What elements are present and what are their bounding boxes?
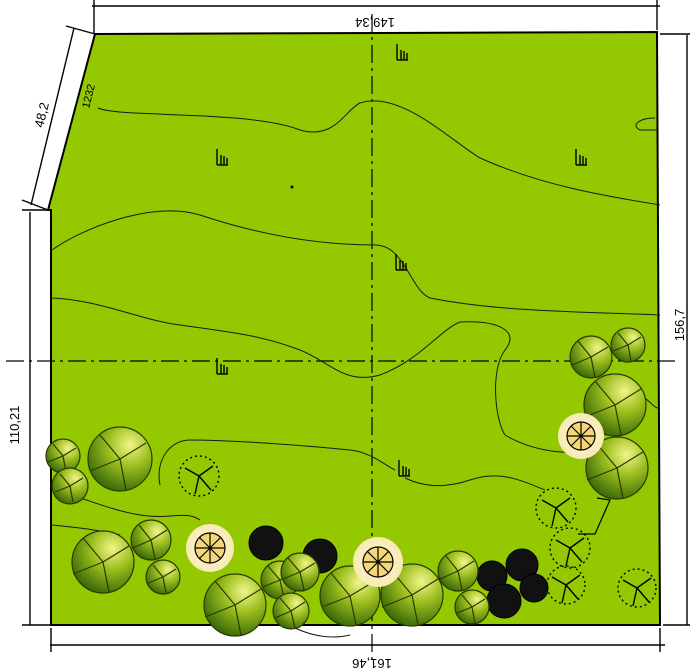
deciduous-tree-icon <box>280 552 320 592</box>
deciduous-tree-icon <box>130 519 172 561</box>
dimension-diagonal <box>21 25 96 211</box>
deciduous-tree-icon <box>272 592 310 630</box>
flowering-tree-icon <box>186 524 234 572</box>
conifer-icon <box>617 568 657 608</box>
deciduous-tree-icon <box>51 467 89 505</box>
dimension-left-label: 110,21 <box>7 406 22 445</box>
deciduous-tree-icon <box>380 563 444 627</box>
deciduous-tree-icon <box>569 335 613 379</box>
deciduous-tree-icon <box>145 559 181 595</box>
deciduous-tree-icon <box>87 426 153 492</box>
conifer-icon-group <box>178 455 657 608</box>
dimension-bottom <box>50 628 665 652</box>
dimension-left <box>22 209 50 626</box>
deciduous-tree-icon <box>610 327 646 363</box>
conifer-icon <box>535 487 577 529</box>
dimension-top-label: 149,34 <box>355 15 395 30</box>
dimension-right-label: 156,7 <box>672 309 687 342</box>
survey-point <box>290 185 294 189</box>
deciduous-tree-icon <box>45 438 81 474</box>
deciduous-tree-icon <box>437 550 479 592</box>
grass-tuft-icon <box>398 460 410 477</box>
deciduous-tree-icon <box>454 589 490 625</box>
conifer-icon <box>178 455 220 497</box>
deciduous-tree-icon <box>583 373 647 437</box>
flowering-tree-icon <box>353 537 403 587</box>
deciduous-tree-icon <box>203 573 267 637</box>
grass-tuft-icon <box>216 358 228 375</box>
dimension-diagonal-label: 48,2 <box>31 101 52 129</box>
conifer-icon <box>546 565 586 605</box>
grass-tuft-icon <box>575 149 587 166</box>
hedge-line <box>578 497 611 535</box>
dark-shrub-icon <box>519 573 549 603</box>
deciduous-tree-icon <box>585 436 649 500</box>
grass-tuft-icon <box>396 44 408 61</box>
dimension-top <box>92 0 660 34</box>
flowering-tree-icon <box>558 413 604 459</box>
dark-shrub-icon-group <box>248 525 549 619</box>
dimension-bottom-label: 161,46 <box>352 656 392 670</box>
grass-tuft-icon-group <box>216 44 587 477</box>
dark-shrub-icon <box>486 583 522 619</box>
grass-tuft-icon <box>216 149 228 166</box>
flowering-tree-icon-group <box>186 413 604 587</box>
dimension-right <box>660 33 690 626</box>
conifer-icon <box>549 527 591 569</box>
dark-shrub-icon <box>248 525 284 561</box>
deciduous-tree-icon <box>71 530 135 594</box>
grass-tuft-icon <box>395 254 407 271</box>
contour-elevation-label: 1232 <box>80 83 98 110</box>
